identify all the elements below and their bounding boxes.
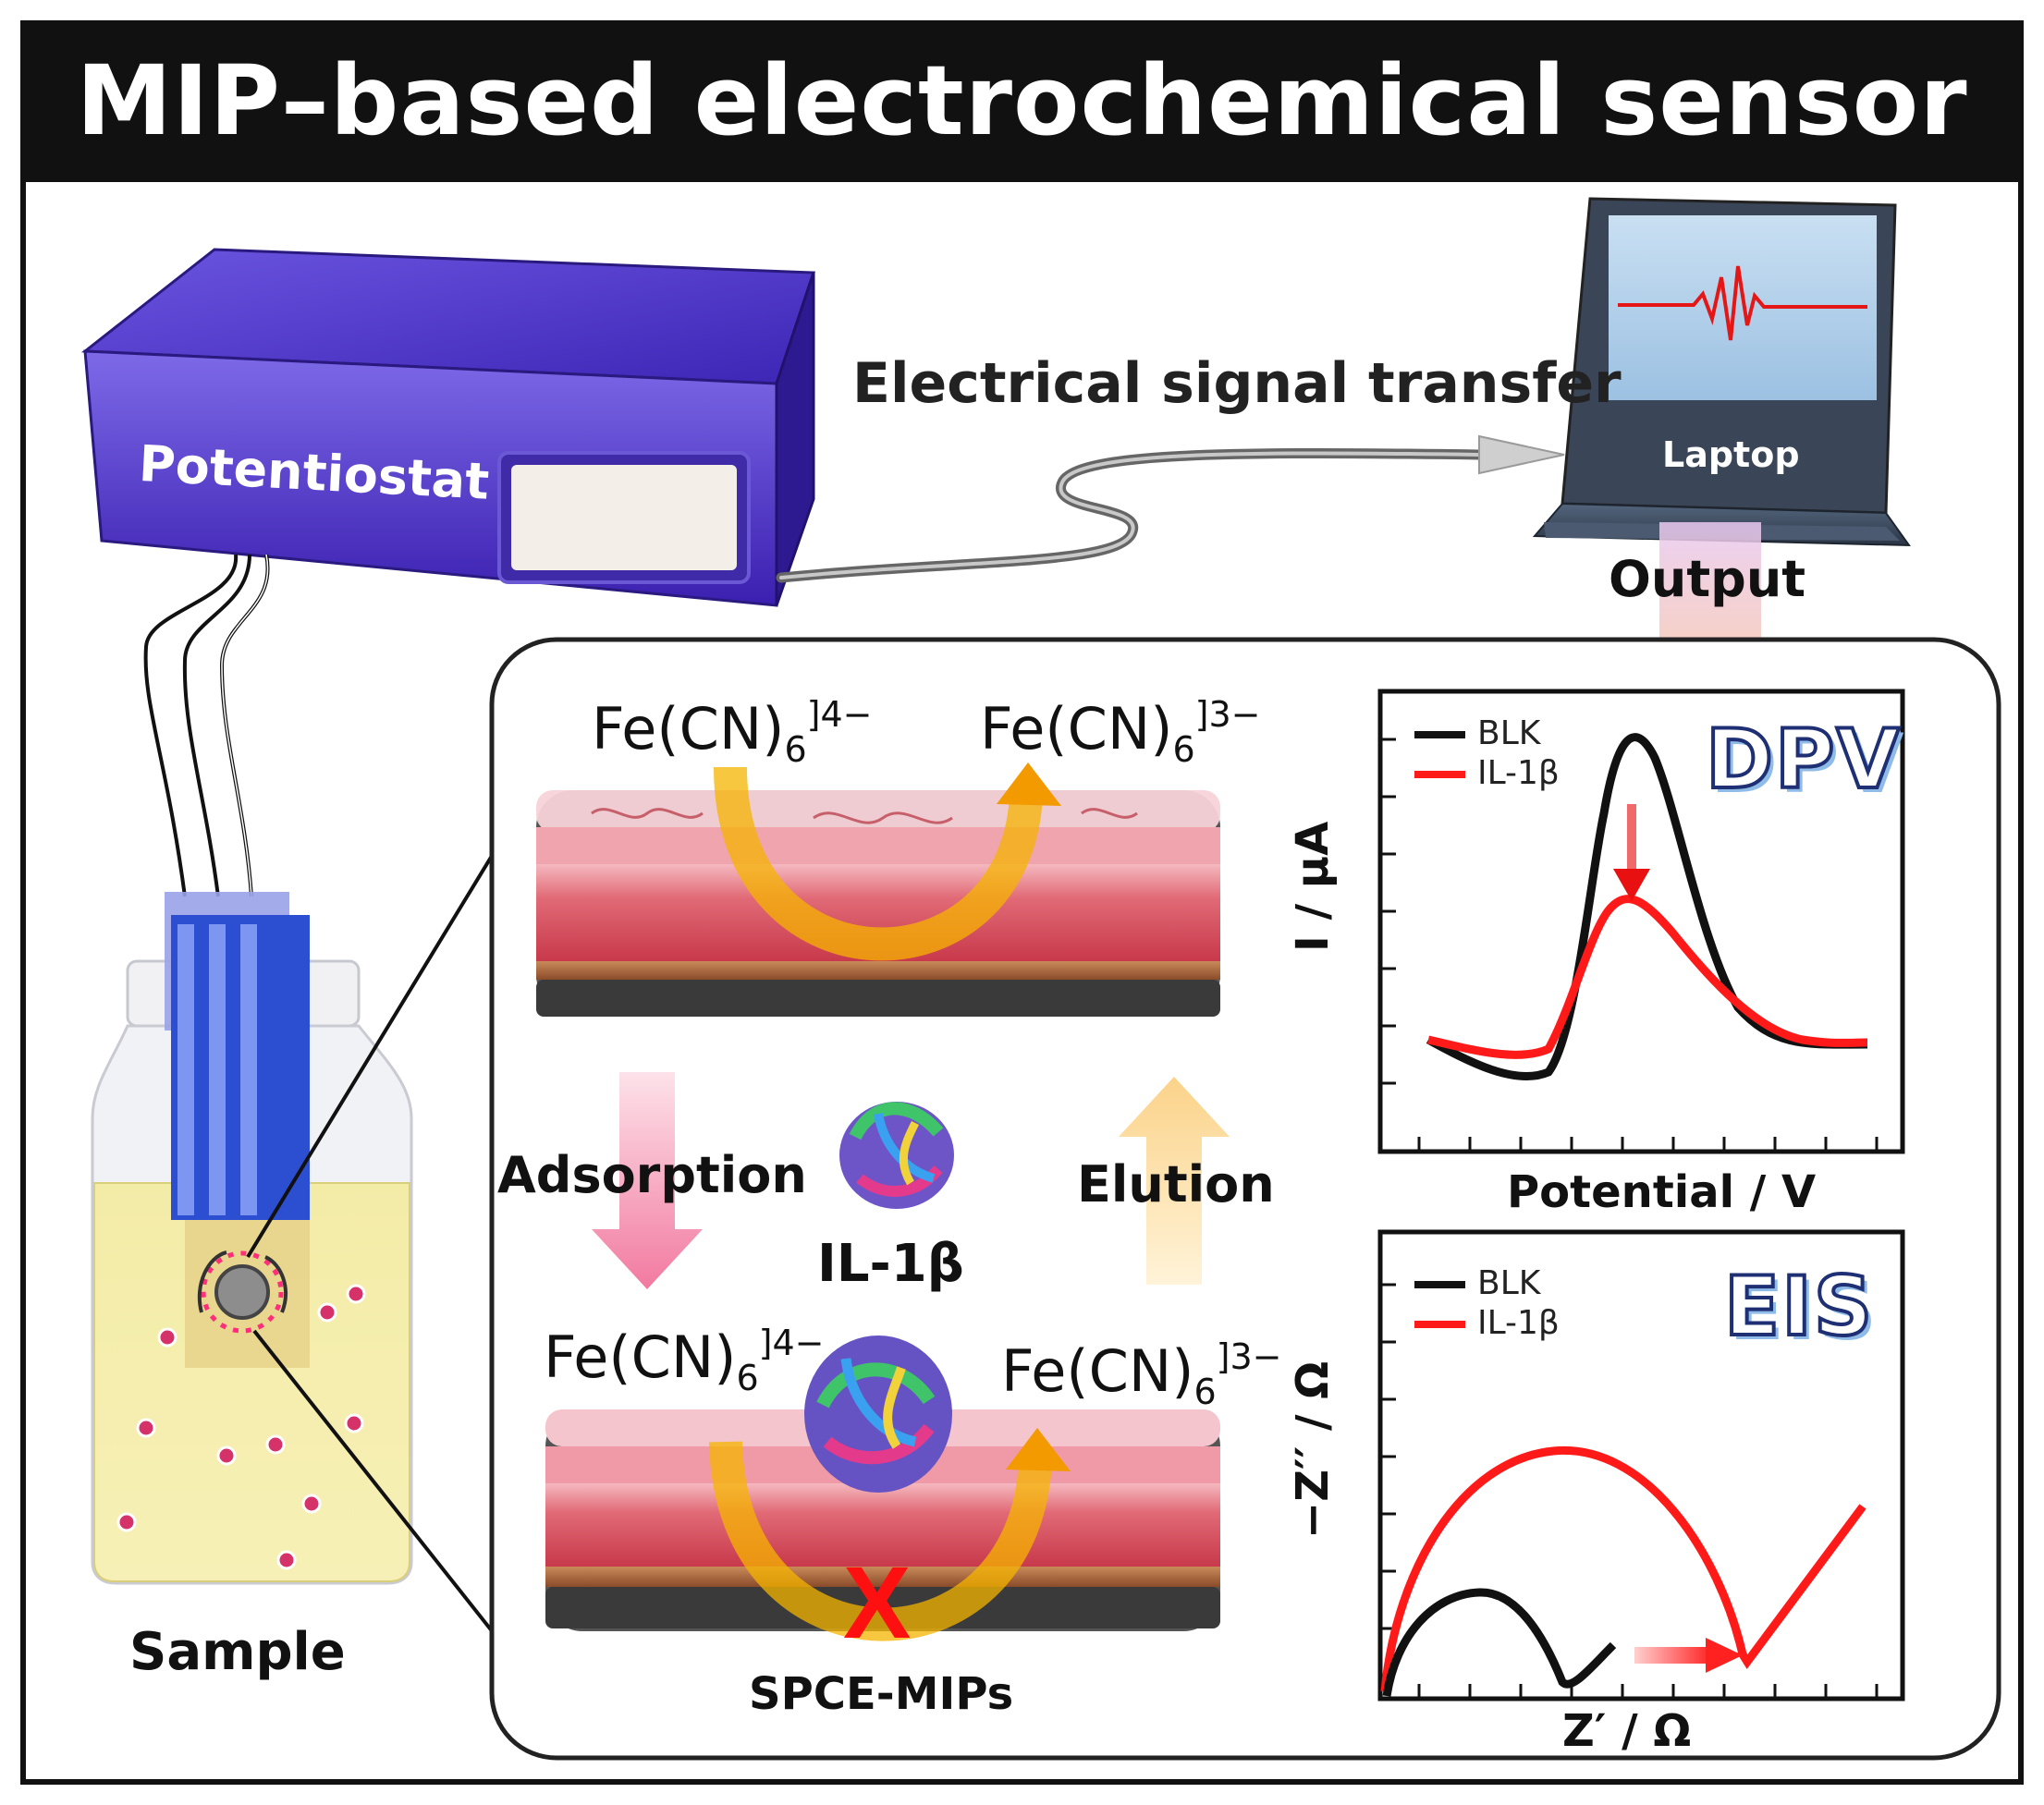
zoom-lines	[246, 811, 520, 1665]
il1b-label: IL-1β	[817, 1234, 964, 1294]
eis-il1b-curve	[1380, 1445, 1867, 1692]
eis-legend-il1b: IL-1β	[1477, 1304, 1560, 1342]
laptop-label: Laptop	[1662, 434, 1800, 475]
ion-bottom-left: Fe(CN)6]4−	[544, 1323, 825, 1398]
eis-xlabel: Z′ / Ω	[1562, 1705, 1692, 1757]
laptop-device	[1532, 197, 1911, 547]
figure-title: MIP–based electrochemical sensor	[76, 44, 1968, 157]
screen-printed-electrode	[165, 892, 310, 1368]
sample-label: Sample	[129, 1622, 346, 1682]
eis-tag: EIS	[1722, 1257, 1875, 1356]
signal-transfer-label: Electrical signal transfer	[852, 351, 1622, 416]
blocked-mark: X	[843, 1546, 912, 1660]
top-redox-arrow	[714, 766, 1043, 961]
dpv-xlabel: Potential / V	[1507, 1166, 1817, 1218]
dpv-legend-blk: BLK	[1477, 714, 1541, 752]
eis-legend-blk: BLK	[1477, 1264, 1541, 1302]
signal-cable	[776, 434, 1565, 583]
dpv-legend-il1b: IL-1β	[1477, 754, 1560, 792]
elution-arrow	[1119, 1077, 1230, 1285]
potentiostat-device	[80, 248, 816, 607]
bottom-redox-arrow	[709, 1441, 1052, 1641]
electrode-leads	[143, 554, 270, 897]
eis-ylabel: −Z′′ / Ω	[1287, 1360, 1339, 1539]
dpv-tag: DPV	[1704, 710, 1902, 809]
adsorption-label: Adsorption	[497, 1146, 807, 1204]
eis-blk-curve	[1382, 1588, 1617, 1697]
dpv-ylabel: I / μA	[1287, 821, 1339, 952]
electrode-name-label: SPCE-MIPs	[749, 1668, 1014, 1720]
target-molecules	[116, 1284, 366, 1570]
laptop-screen-signal	[1618, 265, 1867, 341]
ion-bottom-right: Fe(CN)6]3−	[1001, 1336, 1282, 1412]
adsorption-arrow	[592, 1072, 703, 1289]
ion-top-left: Fe(CN)6]4−	[592, 694, 873, 770]
il1b-protein	[839, 1102, 954, 1209]
dpv-plot	[1377, 689, 1905, 1154]
electrode-top-layers	[536, 790, 1220, 1017]
eis-plot	[1377, 1229, 1905, 1701]
bound-il1b-protein	[804, 1335, 952, 1493]
ion-top-right: Fe(CN)6]3−	[980, 694, 1261, 770]
elution-label: Elution	[1077, 1155, 1275, 1213]
output-label: Output	[1609, 550, 1806, 608]
title-banner	[20, 20, 2024, 182]
